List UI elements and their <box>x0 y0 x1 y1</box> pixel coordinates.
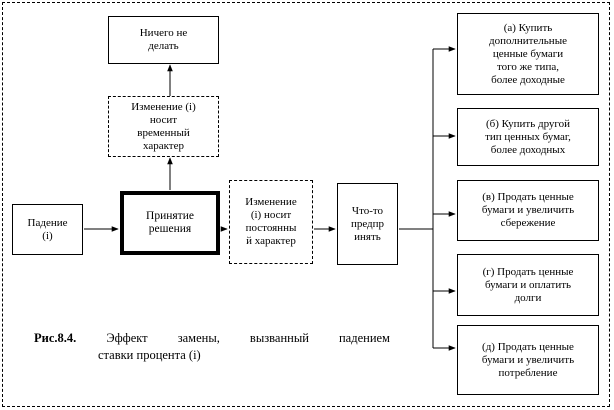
caption-word: Эффект <box>106 331 148 345</box>
figure-caption: Рис.8.4. Эффект замены, вызванный падени… <box>34 330 390 364</box>
option-b: (б) Купить другой тип ценных бумаг, боле… <box>457 108 599 166</box>
caption-word: замены, <box>177 331 220 345</box>
node-temporary-change: Изменение (i) носит временный характер <box>108 96 219 157</box>
option-a: (а) Купить дополнительные ценные бумаги … <box>457 13 599 95</box>
caption-label: Рис.8.4. <box>34 331 77 345</box>
caption-word: вызванный <box>249 331 309 345</box>
node-do-nothing: Ничего не делать <box>108 16 219 64</box>
caption-line-2: ставки процента (i) <box>98 348 201 362</box>
option-d: (д) Продать ценные бумаги и увеличить по… <box>457 325 599 395</box>
figure-frame <box>2 2 610 407</box>
node-decision: Принятие решения <box>120 191 220 255</box>
node-rate-fall: Падение (i) <box>12 204 83 255</box>
node-take-action: Что-то предпр инять <box>337 183 398 265</box>
node-permanent-change: Изменение (i) носит постоянны й характер <box>229 180 313 264</box>
caption-word: падением <box>338 331 390 345</box>
option-g: (г) Продать ценные бумаги и оплатить дол… <box>457 254 599 316</box>
option-v: (в) Продать ценные бумаги и увеличить сб… <box>457 180 599 241</box>
